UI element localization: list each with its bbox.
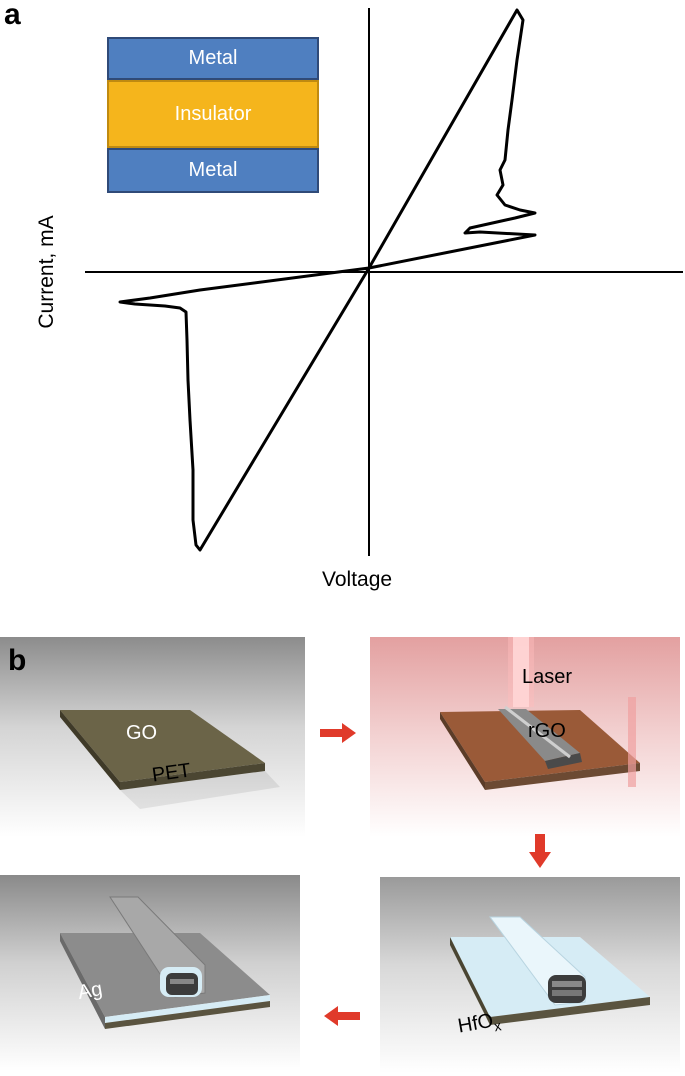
scene-go-pet <box>0 637 305 837</box>
rgo-label: rGO <box>528 720 566 742</box>
hfox-layer <box>450 916 650 1025</box>
arrow-left-icon <box>324 1006 360 1026</box>
x-axis-label: Voltage <box>322 568 393 591</box>
scene-hfox <box>380 877 680 1073</box>
stack-insulator: Insulator <box>107 80 319 148</box>
iv-curve-plot <box>85 8 683 556</box>
scene-ag <box>0 875 300 1071</box>
panel-b-letter: b <box>8 644 27 677</box>
scene-laser-rgo <box>370 637 680 837</box>
panel-a-letter: a <box>4 0 21 31</box>
arrow-right-icon <box>320 723 356 743</box>
iv-hysteresis-curve <box>118 8 537 552</box>
go-label: GO <box>126 722 158 744</box>
arrow-down-icon <box>529 834 551 868</box>
ag-layer <box>60 896 270 1029</box>
y-axis-label: Current, mA <box>35 215 58 329</box>
stack-top-metal: Metal <box>107 37 319 80</box>
hfox-text: HfO <box>456 1009 495 1038</box>
stack-bottom-metal: Metal <box>107 148 319 193</box>
go-pet-substrate <box>60 710 280 809</box>
laser-label: Laser <box>522 666 573 688</box>
ag-label: Ag <box>76 978 105 1004</box>
laser-rgo-substrate <box>440 637 640 790</box>
